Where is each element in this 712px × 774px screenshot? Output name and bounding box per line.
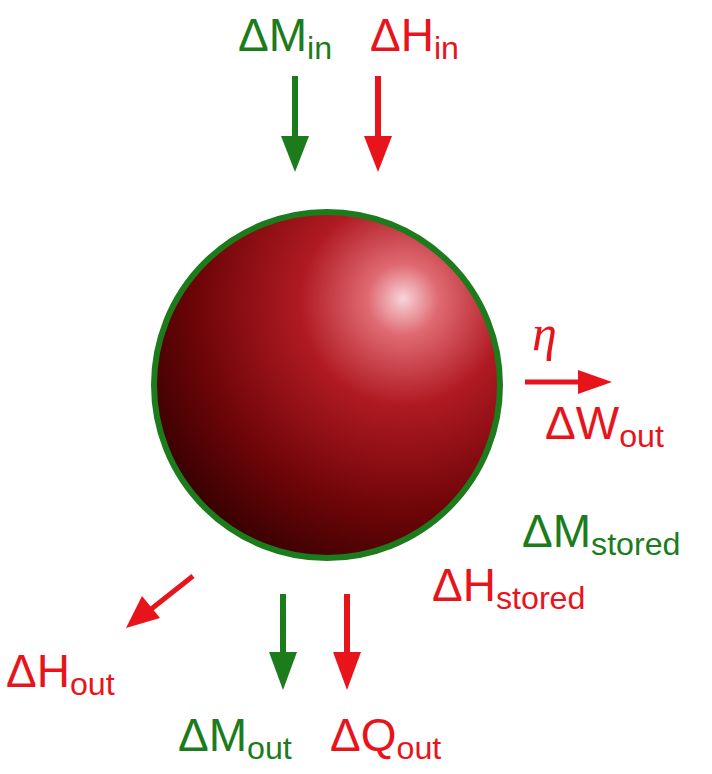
enthalpy-in-arrow [364,76,392,172]
enthalpy-stored-label: ΔHstored [432,562,585,614]
system-sphere [154,212,500,558]
heat-out-arrow [333,594,361,690]
heat-out-label: ΔQout [330,712,441,764]
enthalpy-in-label: ΔHin [370,12,459,64]
mass-stored-label: ΔMstored [522,508,681,560]
mass-out-label: ΔMout [178,712,292,764]
enthalpy-out-label: ΔHout [6,648,115,700]
enthalpy-out-arrow [126,576,193,628]
mass-in-arrow [281,76,309,172]
mass-in-label: ΔMin [238,12,332,64]
mass-out-arrow [269,594,297,690]
work-out-arrow [525,370,612,394]
work-out-label: ΔWout [545,400,664,452]
efficiency-label: η [532,308,557,358]
